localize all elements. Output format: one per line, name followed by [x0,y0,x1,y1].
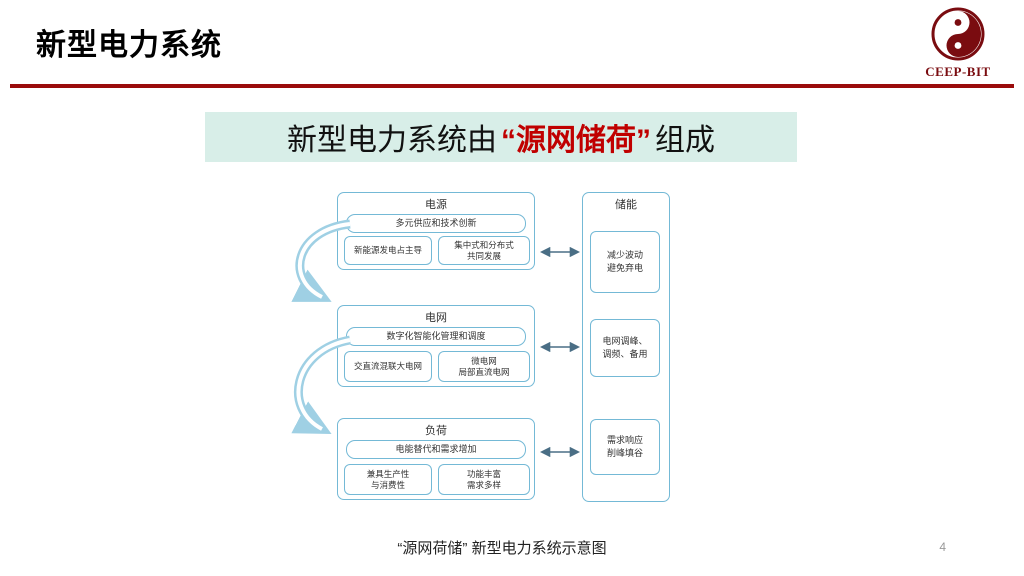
banner-highlight: “源网储荷” [501,124,651,157]
logo-swirl-icon [931,7,985,61]
storage-title: 储能 [615,199,637,211]
page-title: 新型电力系统 [36,29,222,62]
grid-box: 电网 数字化智能化管理和调度 交直流混联大电网 微电网 局部直流电网 [337,305,535,387]
grid-sub-left: 交直流混联大电网 [344,351,432,382]
logo: CEEP-BIT [912,6,1004,80]
source-sub-left: 新能源发电占主导 [344,236,432,265]
storage-item-demand-response: 需求响应 削峰填谷 [590,419,660,475]
storage-item-peak-regulation: 电网调峰、 调频、备用 [590,319,660,377]
logo-text: CEEP-BIT [925,64,991,79]
grid-main: 数字化智能化管理和调度 [346,327,526,346]
load-box: 负荷 电能替代和需求增加 兼具生产性 与消费性 功能丰富 需求多样 [337,418,535,500]
banner-suffix: 组成 [655,124,715,157]
storage-box: 储能 减少波动 避免弃电 电网调峰、 调频、备用 需求响应 削峰填谷 [582,192,670,502]
storage-item-fluctuation: 减少波动 避免弃电 [590,231,660,293]
page-number: 4 [939,540,946,554]
grid-title: 电网 [425,312,447,324]
headline-banner: 新型电力系统由 “源网储荷” 组成 [205,112,797,162]
source-box: 电源 多元供应和技术创新 新能源发电占主导 集中式和分布式 共同发展 [337,192,535,270]
header-divider [10,84,1014,88]
diagram-caption: “源网荷储” 新型电力系统示意图 [397,540,607,557]
load-sub-left: 兼具生产性 与消费性 [344,464,432,495]
grid-sub-right: 微电网 局部直流电网 [438,351,530,382]
load-sub-right: 功能丰富 需求多样 [438,464,530,495]
banner-prefix: 新型电力系统由 [287,124,497,157]
source-main: 多元供应和技术创新 [346,214,526,233]
source-title: 电源 [425,199,447,211]
source-sub-right: 集中式和分布式 共同发展 [438,236,530,265]
load-title: 负荷 [425,425,447,437]
load-main: 电能替代和需求增加 [346,440,526,459]
